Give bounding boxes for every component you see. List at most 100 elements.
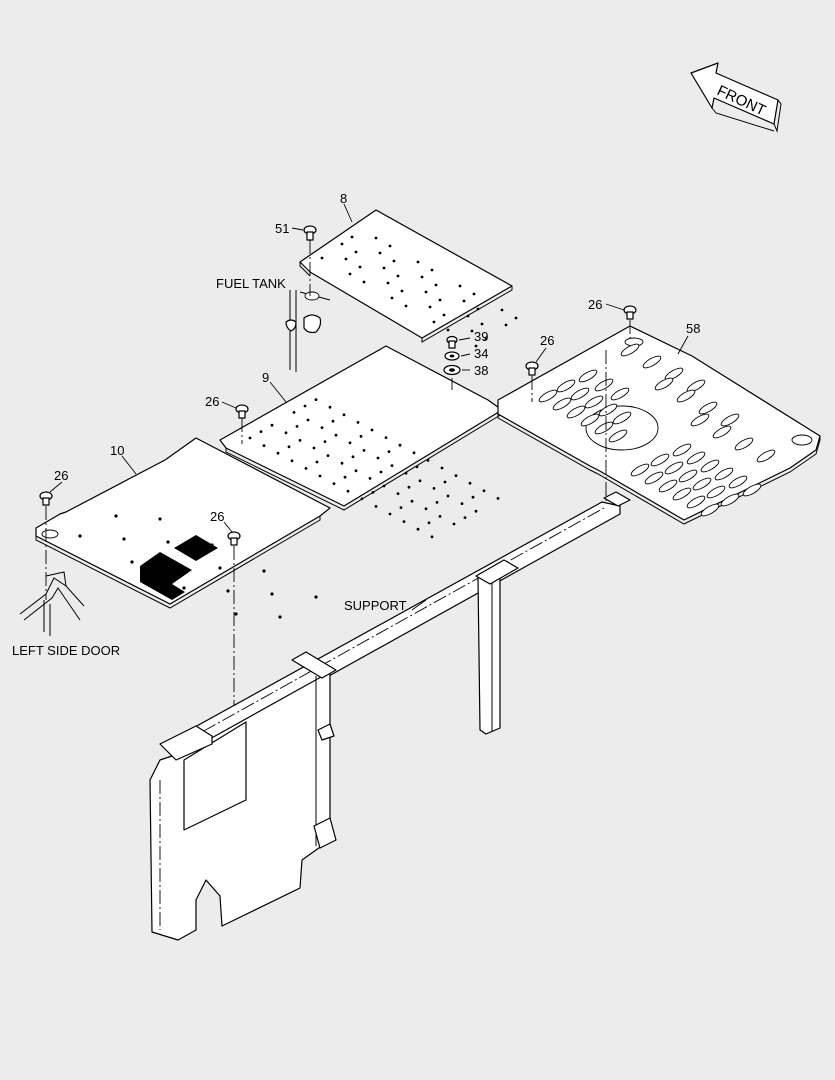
mounting-hole [443, 480, 447, 484]
vent-slot [644, 471, 664, 485]
mounting-hole [390, 464, 394, 467]
callout-26-plate9: 26 [205, 394, 220, 409]
callout-39: 39 [474, 329, 489, 344]
mounting-hole [442, 313, 446, 317]
vent-slot [734, 437, 754, 451]
callout-51: 51 [275, 221, 290, 236]
mounting-hole [404, 304, 408, 308]
mounting-hole [130, 560, 134, 564]
mounting-hole [340, 461, 344, 465]
mounting-hole [384, 436, 388, 439]
mounting-hole [276, 451, 280, 455]
mounting-hole [262, 569, 266, 573]
callout-left-side-door: LEFT SIDE DOOR [12, 643, 121, 658]
mounting-hole [454, 474, 458, 477]
mounting-hole [460, 502, 464, 505]
mounting-hole [482, 489, 486, 493]
vent-slot [698, 401, 718, 415]
plate-9 [219, 345, 503, 539]
mounting-hole [351, 455, 355, 459]
mounting-hole [476, 307, 480, 311]
mounting-hole [474, 344, 478, 348]
mounting-hole [388, 244, 392, 248]
mounting-hole [259, 430, 263, 433]
mounting-hole [270, 423, 274, 427]
mounting-hole [78, 534, 82, 538]
left-side-door-fragment [19, 571, 85, 636]
vent-slot [678, 469, 698, 483]
mounting-hole [390, 296, 394, 300]
vent-slot [672, 487, 692, 501]
vent-slot [620, 343, 640, 357]
mounting-hole [290, 459, 294, 463]
vent-slot [594, 378, 614, 392]
mounting-hole [318, 474, 322, 478]
vent-slot [594, 421, 614, 435]
bolt-39-icon [446, 335, 458, 349]
vent-slot [584, 395, 604, 409]
mounting-hole [404, 471, 408, 475]
mounting-hole [182, 586, 186, 590]
mounting-hole [470, 329, 474, 333]
mounting-hole [312, 446, 316, 450]
vent-slot [686, 495, 706, 509]
mounting-hole [432, 320, 436, 324]
mounting-hole [407, 485, 411, 489]
vent-slot [728, 475, 748, 489]
mounting-hole [362, 280, 366, 284]
vent-slot [608, 429, 628, 443]
washer-34-icon [444, 351, 460, 361]
vent-slot [720, 493, 740, 507]
mounting-hole [287, 445, 291, 449]
mounting-hole [416, 260, 420, 264]
mounting-hole [416, 527, 420, 531]
callout-10: 10 [110, 443, 125, 458]
mounting-hole [438, 515, 442, 518]
mounting-hole [295, 425, 299, 428]
callout-26-plate10-left: 26 [54, 468, 69, 483]
mounting-hole [400, 289, 404, 293]
alignment-lines [45, 240, 631, 706]
mounting-hole [166, 540, 170, 544]
mounting-hole [354, 250, 358, 254]
callout-8: 8 [340, 191, 348, 206]
mounting-hole [371, 491, 375, 494]
mounting-hole [463, 516, 467, 519]
mounting-hole [426, 459, 430, 462]
vent-slot [538, 389, 558, 403]
mounting-hole [399, 506, 403, 509]
vent-slot [570, 387, 590, 401]
leader-lines [49, 203, 689, 611]
vent-slot [672, 443, 692, 457]
vent-slot [578, 369, 598, 383]
mounting-hole [368, 477, 372, 480]
callout-26-plate10-right: 26 [210, 509, 225, 524]
mounting-hole [346, 489, 350, 493]
vent-slot [742, 483, 762, 497]
callout-58: 58 [686, 321, 701, 336]
mounting-hole [430, 268, 434, 272]
callout-26-plate58-mid: 26 [540, 333, 555, 348]
callout-9: 9 [262, 370, 270, 385]
mounting-hole [500, 308, 504, 312]
vent-slot [676, 389, 696, 403]
mounting-hole [328, 405, 332, 409]
mounting-hole [420, 275, 424, 279]
mounting-hole [496, 497, 500, 500]
mounting-hole [334, 433, 338, 437]
mounting-hole [382, 266, 386, 270]
vent-grille-left [140, 552, 192, 600]
callout-38: 38 [474, 363, 489, 378]
mounting-hole [424, 290, 428, 294]
mounting-hole [468, 481, 472, 485]
mounting-hole [342, 413, 346, 417]
mounting-hole [374, 505, 378, 508]
mounting-hole [378, 251, 382, 255]
mounting-hole [234, 612, 238, 616]
mounting-hole [362, 449, 366, 452]
plate-10 [35, 437, 331, 619]
mounting-hole [304, 467, 308, 470]
mounting-hole [435, 501, 439, 504]
mounting-hole [427, 521, 431, 525]
mounting-hole [122, 537, 126, 541]
